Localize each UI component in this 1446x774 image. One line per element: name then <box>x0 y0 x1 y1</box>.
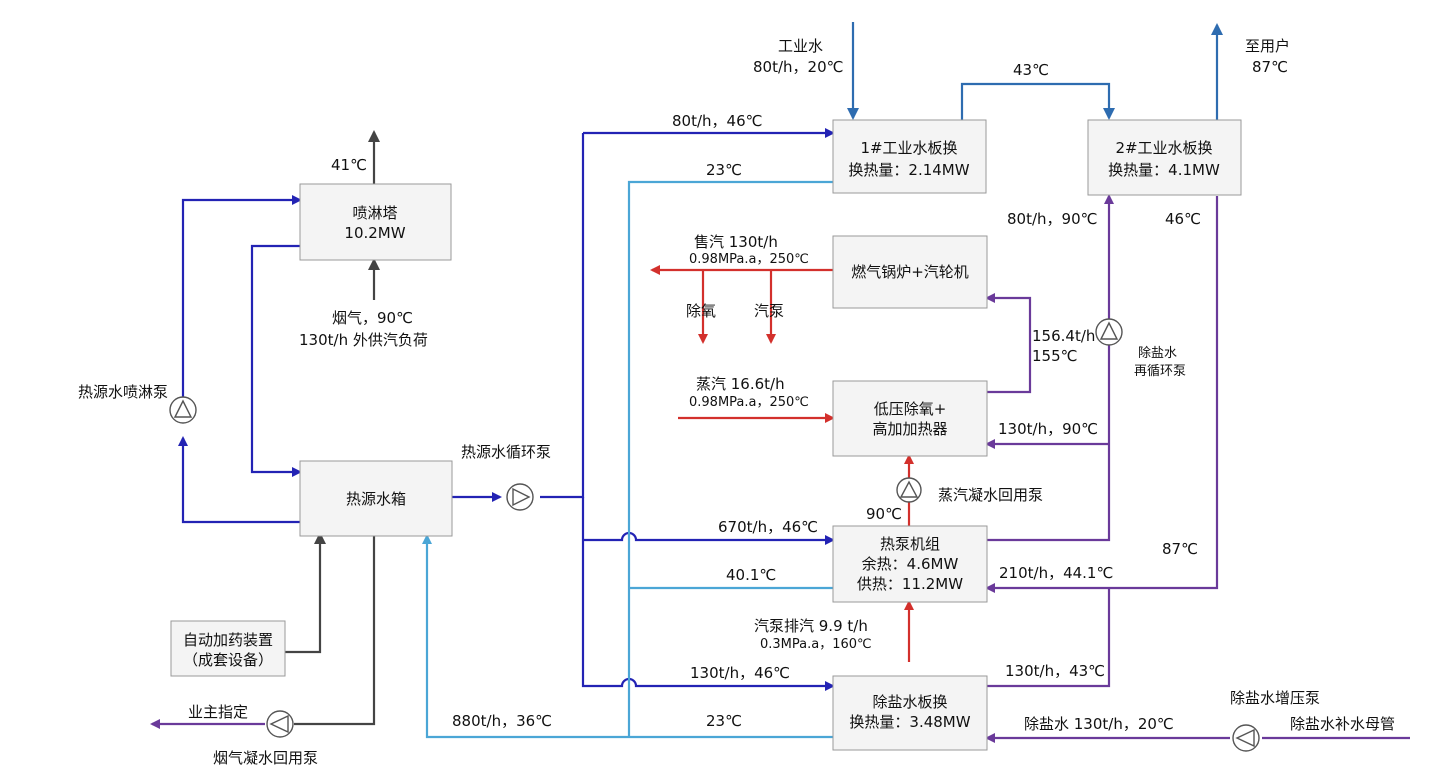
dosing-note: （成套设备） <box>183 651 273 669</box>
demin-hx-inlet-label: 130t/h，46℃ <box>690 664 790 682</box>
demin-water-label: 除盐水 130t/h，20℃ <box>1024 715 1174 733</box>
circ-pump-icon <box>506 483 534 511</box>
cond-pump-label: 蒸汽凝水回用泵 <box>938 486 1043 504</box>
demin-hx-return-pipe <box>422 534 833 739</box>
labels: 41℃ 烟气，90℃ 130t/h 外供汽负荷 热源水喷淋泵 热源水循环泵 业主… <box>78 37 1395 767</box>
demin-main-label: 除盐水补水母管 <box>1290 715 1395 733</box>
hx1-to-hx2-pipe <box>960 82 1115 120</box>
flue-gas-label-1: 烟气，90℃ <box>332 309 413 327</box>
deaerator-to-boiler-pipe <box>985 293 1032 394</box>
hx1-duty: 换热量：2.14MW <box>848 161 969 179</box>
deaerator-box: 低压除氧+ 高加加热器 <box>832 380 988 457</box>
heat-pump-supply-heat: 供热：11.2MW <box>857 575 963 593</box>
flue-cond-pump-icon <box>266 710 294 738</box>
hx2-duty: 换热量：4.1MW <box>1108 161 1220 179</box>
demin-hx-name: 除盐水板换 <box>872 693 947 711</box>
spray-tower-box: 喷淋塔 10.2MW <box>299 183 452 261</box>
hx2-outlet-label: 46℃ <box>1165 210 1201 228</box>
heat-pump-outlet-label: 40.1℃ <box>726 566 776 584</box>
circ-pump-label: 热源水循环泵 <box>461 443 551 461</box>
steam-in-label-1: 蒸汽 16.6t/h <box>696 375 785 393</box>
pipes <box>150 22 1410 743</box>
pumps <box>169 318 1260 752</box>
temp-43-label: 43℃ <box>1013 61 1049 79</box>
return-880-label: 880t/h，36℃ <box>452 712 552 730</box>
demin-hx-box: 除盐水板换 换热量：3.48MW <box>832 675 988 751</box>
boiler-name: 燃气锅炉+汽轮机 <box>851 263 969 281</box>
flue-cond-pump-label: 烟气凝水回用泵 <box>213 749 318 767</box>
spray-pump-label: 热源水喷淋泵 <box>78 383 168 401</box>
equipment: 喷淋塔 10.2MW 热源水箱 自动加药装置 （成套设备） 1#工业水板换 换热… <box>170 119 1242 751</box>
hx2-to-heat-pump-pipe <box>985 196 1219 593</box>
steam-sale-label-2: 0.98MPa.a，250℃ <box>689 252 809 267</box>
heat-tank-name: 热源水箱 <box>346 490 406 508</box>
flue-gas-label-2: 130t/h 外供汽负荷 <box>299 331 428 349</box>
temp-90-label: 90℃ <box>866 505 902 523</box>
demin-hx-outlet-label: 23℃ <box>706 712 742 730</box>
heat-pump-name: 热泵机组 <box>880 535 940 553</box>
heat-tank-box: 热源水箱 <box>299 460 453 537</box>
hx1-box: 1#工业水板换 换热量：2.14MW <box>832 119 987 194</box>
flow-156-label-2: 155℃ <box>1032 347 1077 365</box>
exhaust-label-2: 0.3MPa.a，160℃ <box>760 637 872 652</box>
spray-pump-to-tower-pipe <box>181 195 302 400</box>
cond-pump-icon <box>896 477 922 503</box>
spray-tower-name: 喷淋塔 <box>352 204 397 222</box>
demin-boost-pump-icon <box>1232 724 1260 752</box>
demin-boost-pump-label: 除盐水增压泵 <box>1230 689 1320 707</box>
demin-recirc-label-1: 除盐水 <box>1138 346 1177 361</box>
industrial-water-label-1: 工业水 <box>778 37 823 55</box>
steam-pump-label: 汽泵 <box>754 302 784 320</box>
dosing-box: 自动加药装置 （成套设备） <box>170 620 286 677</box>
temp-87-label: 87℃ <box>1162 540 1198 558</box>
flow-156-label-1: 156.4t/h <box>1032 327 1095 345</box>
heat-pump-inlet-label: 670t/h，46℃ <box>718 518 818 536</box>
dosing-to-tank-pipe <box>285 532 326 654</box>
hx2-box: 2#工业水板换 换热量：4.1MW <box>1087 119 1242 196</box>
industrial-water-label-2: 80t/h，20℃ <box>753 58 843 76</box>
deaerator-name-2: 高加加热器 <box>872 420 947 438</box>
steam-sale-label-1: 售汽 130t/h <box>694 233 778 251</box>
demin-hx-to-heat-pump-pipe <box>987 588 1111 688</box>
tank-to-spray-pump-pipe <box>178 436 300 524</box>
spray-out-temp-label: 41℃ <box>331 156 367 174</box>
demin-recirc-label-2: 再循环泵 <box>1134 364 1186 379</box>
heat-pump-box: 热泵机组 余热：4.6MW 供热：11.2MW <box>832 525 988 603</box>
spray-pump-icon <box>169 396 197 424</box>
deaerator-name-1: 低压除氧+ <box>874 400 947 418</box>
heat-pump-supply-label: 210t/h，44.1℃ <box>999 564 1113 582</box>
deaerator-inlet-label: 130t/h，90℃ <box>998 420 1098 438</box>
heat-pump-waste-heat: 余热：4.6MW <box>862 555 959 573</box>
tank-to-flue-cond-pump-pipe <box>294 536 376 726</box>
demin-hx-hot-label: 130t/h，43℃ <box>1005 662 1105 680</box>
hx1-outlet-label: 23℃ <box>706 161 742 179</box>
owner-label: 业主指定 <box>188 703 248 721</box>
boiler-box: 燃气锅炉+汽轮机 <box>832 235 988 309</box>
hx1-name: 1#工业水板换 <box>860 139 957 157</box>
to-user-label-1: 至用户 <box>1245 37 1290 55</box>
hx2-inlet-label: 80t/h，90℃ <box>1007 210 1097 228</box>
recirc-pump-icon <box>1095 318 1123 346</box>
hx1-return-pipe <box>627 180 833 737</box>
steam-in-label-2: 0.98MPa.a，250℃ <box>689 395 809 410</box>
hx2-name: 2#工业水板换 <box>1115 139 1212 157</box>
hx1-inlet-label: 80t/h，46℃ <box>672 112 762 130</box>
to-user-label-2: 87℃ <box>1252 58 1288 76</box>
demin-hx-duty: 换热量：3.48MW <box>849 713 970 731</box>
deoxy-label: 除氧 <box>686 302 716 320</box>
heat-pump-to-hx2-pipe <box>987 194 1114 542</box>
exhaust-label-1: 汽泵排汽 9.9 t/h <box>754 617 868 635</box>
spray-tower-power: 10.2MW <box>344 224 405 242</box>
tower-to-tank-pipe <box>250 244 302 477</box>
dosing-name: 自动加药装置 <box>183 631 273 649</box>
